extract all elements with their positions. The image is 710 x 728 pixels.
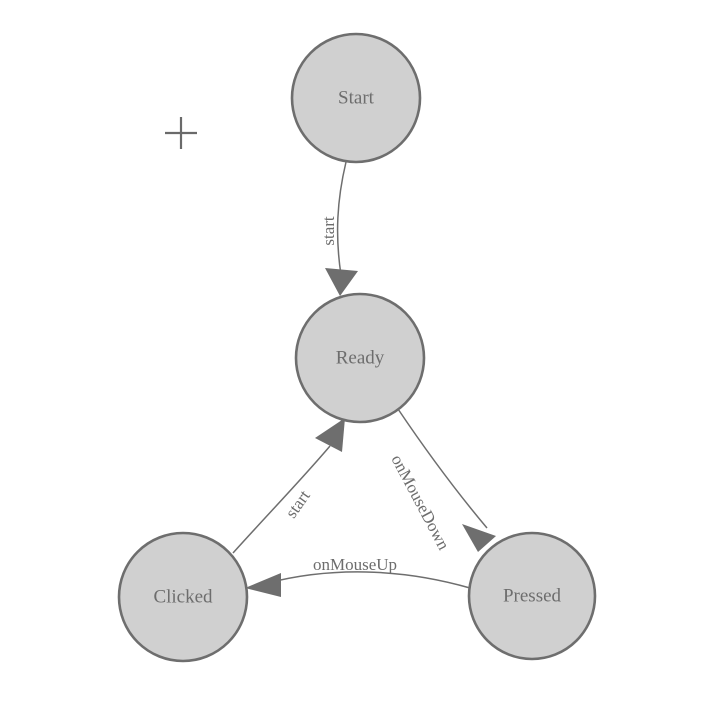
node-start-label: Start	[338, 87, 375, 108]
arrowhead-pressed-to-clicked	[245, 573, 281, 597]
node-clicked-label: Clicked	[153, 586, 213, 607]
edge-path-pressed-to-clicked	[267, 571, 471, 589]
edge-path-ready-to-pressed	[397, 408, 488, 529]
arrowhead-ready-to-pressed	[462, 524, 496, 552]
node-clicked-circle[interactable]	[117, 531, 249, 663]
node-start[interactable]: Start	[290, 32, 422, 164]
node-clicked[interactable]: Clicked	[117, 531, 249, 663]
arrowhead-start-to-ready	[325, 268, 358, 296]
node-start-circle[interactable]	[290, 32, 422, 164]
edge-pressed-to-clicked[interactable]: onMouseUp	[245, 555, 471, 597]
node-pressed-label: Pressed	[503, 585, 562, 606]
arrowhead-clicked-to-ready	[315, 418, 345, 452]
node-ready-label: Ready	[336, 347, 385, 368]
edge-clicked-to-ready[interactable]: start	[232, 418, 345, 554]
edge-label-ready-to-pressed: onMouseDown	[387, 452, 453, 554]
edge-ready-to-pressed[interactable]: onMouseDown	[387, 408, 496, 554]
edge-label-start-to-ready: start	[319, 216, 338, 246]
node-ready-circle[interactable]	[294, 292, 426, 424]
node-pressed-circle[interactable]	[467, 531, 597, 661]
edge-label-pressed-to-clicked: onMouseUp	[313, 555, 397, 574]
edge-path-start-to-ready	[336, 161, 347, 276]
edge-path-clicked-to-ready	[232, 445, 331, 554]
edge-label-clicked-to-ready: start	[282, 486, 315, 521]
crosshair-icon	[165, 117, 197, 149]
node-pressed[interactable]: Pressed	[467, 531, 597, 661]
node-ready[interactable]: Ready	[294, 292, 426, 424]
edge-start-to-ready[interactable]: start	[319, 161, 358, 296]
